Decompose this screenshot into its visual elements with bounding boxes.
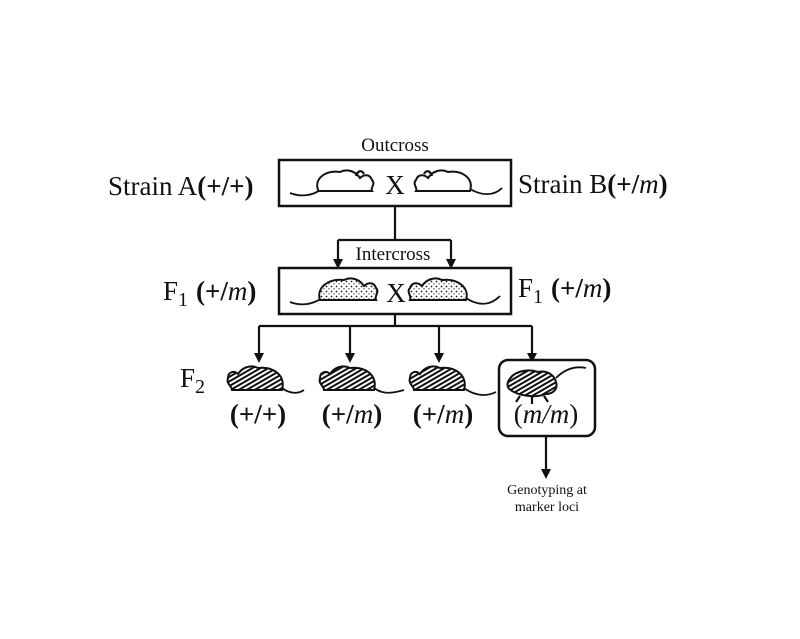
strain-b-label: Strain B(+/m) (518, 169, 668, 199)
strain-a-label: Strain A(+/+) (108, 171, 254, 201)
f2-genotype-3: (+/m) (413, 399, 473, 429)
strain-a-genotype: (+/+) (197, 171, 253, 201)
strain-b-mouse (413, 169, 503, 196)
f2-genotype-1: (+/+) (230, 399, 286, 429)
f2-mouse-3 (408, 365, 497, 396)
outcross-title: Outcross (361, 135, 429, 156)
f2-genotype-4: (m/m) (514, 399, 579, 429)
strain-a-mouse (289, 169, 375, 197)
f1-right-label: F1(+/m) (518, 273, 611, 308)
f2-mouse-mutant (506, 366, 587, 404)
intercross-title: Intercross (356, 244, 431, 265)
f2-label: F2 (180, 363, 205, 398)
f2-mouse-2 (318, 365, 405, 394)
outcross-cross-symbol: X (385, 170, 405, 200)
f1-left-label: F1(+/m) (163, 276, 256, 311)
genotyping-label-line1: Genotyping at (507, 483, 587, 498)
genotyping-label-line2: marker loci (515, 500, 579, 515)
intercross-cross-symbol: X (386, 278, 406, 308)
f2-mouse-1 (226, 365, 305, 394)
f2-genotype-2: (+/m) (322, 399, 382, 429)
f1-right-mouse (407, 277, 501, 305)
f1-left-mouse (289, 277, 379, 306)
